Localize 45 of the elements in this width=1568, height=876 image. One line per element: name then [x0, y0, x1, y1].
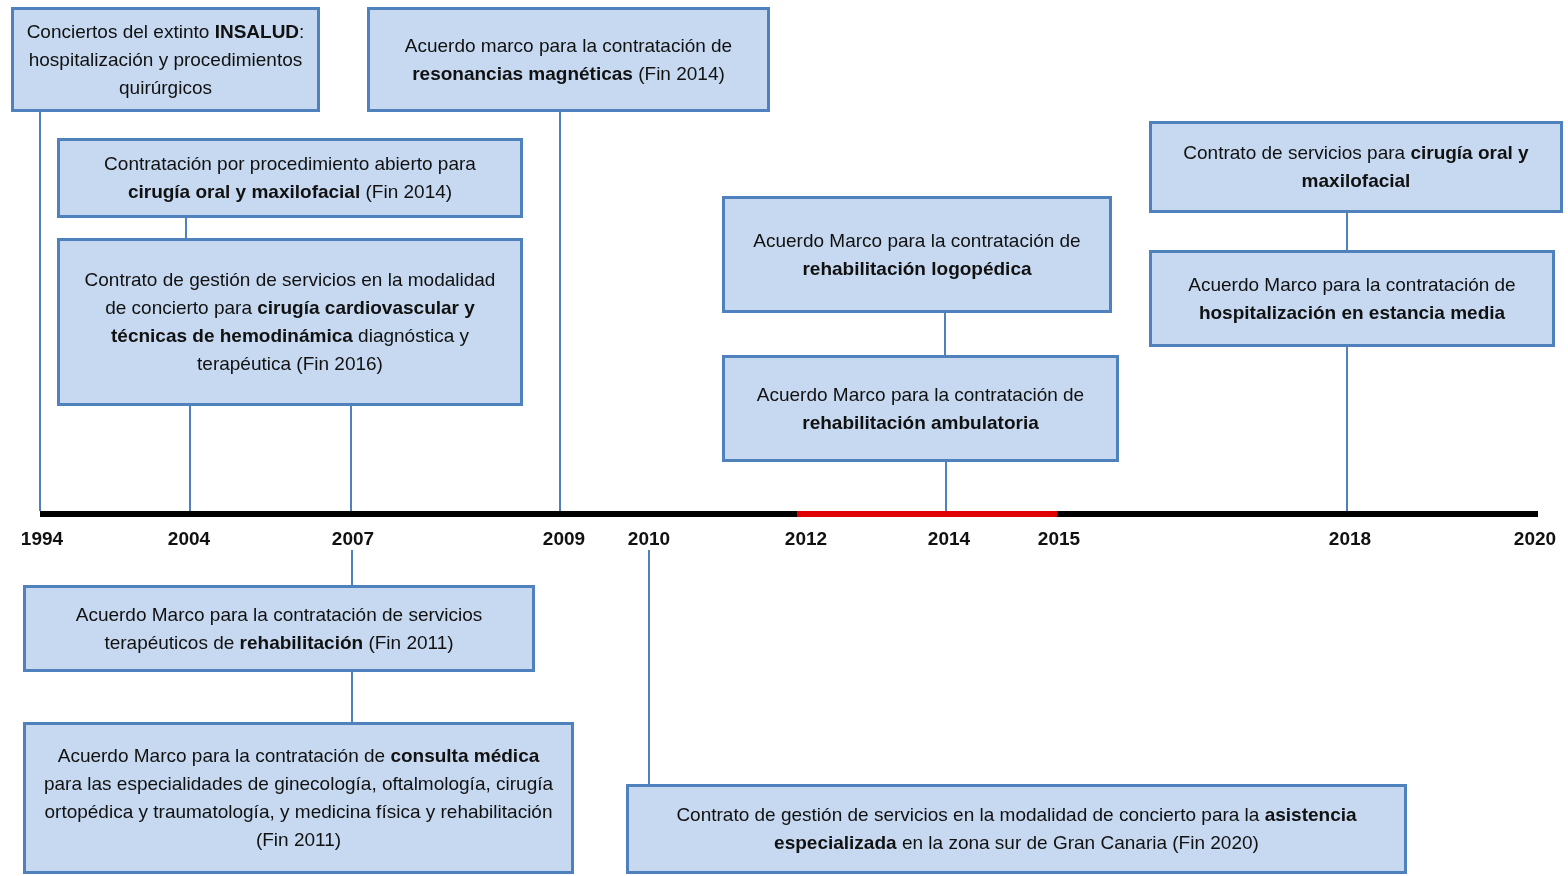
event-description: Contrato de servicios para cirugía oral y maxilofacial	[1182, 141, 1530, 193]
year-label: 2014	[927, 528, 971, 550]
event-box	[57, 138, 523, 218]
connector-line	[189, 405, 191, 512]
event-box	[23, 722, 574, 874]
connector-line	[648, 549, 650, 785]
connector-line	[351, 671, 353, 723]
event-box	[23, 585, 535, 672]
year-label: 1994	[20, 528, 64, 550]
year-label: 2007	[331, 528, 375, 550]
timeline-axis	[40, 511, 1538, 517]
connector-line	[185, 217, 187, 239]
event-box	[722, 196, 1112, 313]
year-label: 2004	[167, 528, 211, 550]
connector-line	[559, 111, 561, 512]
event-description: Acuerdo Marco para la contratación de rehabilitación logopédica	[752, 228, 1082, 281]
connector-line	[944, 312, 946, 356]
event-box	[626, 784, 1407, 874]
year-label: 2012	[784, 528, 828, 550]
event-description: Contratación por procedimiento abierto para cirugía oral y maxilofacial (Fin 2014)	[103, 152, 477, 204]
connector-line	[351, 549, 353, 586]
event-description: Contrato de gestión de servicios en la modalidad de concierto para la asistencia especializada en la zona sur de Gran Canaria (Fin 2020)	[675, 803, 1358, 855]
event-box	[1149, 250, 1555, 347]
event-description: Acuerdo Marco para la contratación de rehabilitación ambulatoria	[755, 382, 1086, 435]
year-label: 2015	[1037, 528, 1081, 550]
event-description: Acuerdo Marco para la contratación de servicios terapéuticos de rehabilitación (Fin 2011)	[74, 602, 484, 655]
year-label: 2018	[1328, 528, 1372, 550]
year-label: 2010	[627, 528, 671, 550]
connector-line	[39, 111, 41, 512]
event-description: Acuerdo marco para la contratación de resonancias magnéticas (Fin 2014)	[403, 33, 734, 86]
event-box	[57, 238, 523, 406]
connector-line	[1346, 346, 1348, 512]
event-box	[722, 355, 1119, 462]
event-box	[367, 7, 770, 112]
event-box	[1149, 121, 1563, 213]
event-description: Acuerdo Marco para la contratación de hospitalización en estancia media	[1187, 272, 1517, 325]
event-description: Conciertos del extinto INSALUD: hospitalización y procedimientos quirúrgicos	[26, 19, 305, 100]
connector-line	[350, 405, 352, 512]
connector-line	[945, 461, 947, 512]
year-label: 2009	[542, 528, 586, 550]
event-box	[11, 7, 320, 112]
connector-line	[1346, 212, 1348, 251]
event-description: Contrato de gestión de servicios en la modalidad de concierto para cirugía cardiovascular y técnicas de hemodinámica diagnóstica y terapéutica (Fin 2016)	[83, 268, 497, 376]
event-description: Acuerdo Marco para la contratación de consulta médica para las especialidades de ginecología, oftalmología, cirugía ortopédica y traumatología, y medicina física y rehabilitación (Fin 2011)	[42, 744, 555, 852]
year-label: 2020	[1513, 528, 1557, 550]
